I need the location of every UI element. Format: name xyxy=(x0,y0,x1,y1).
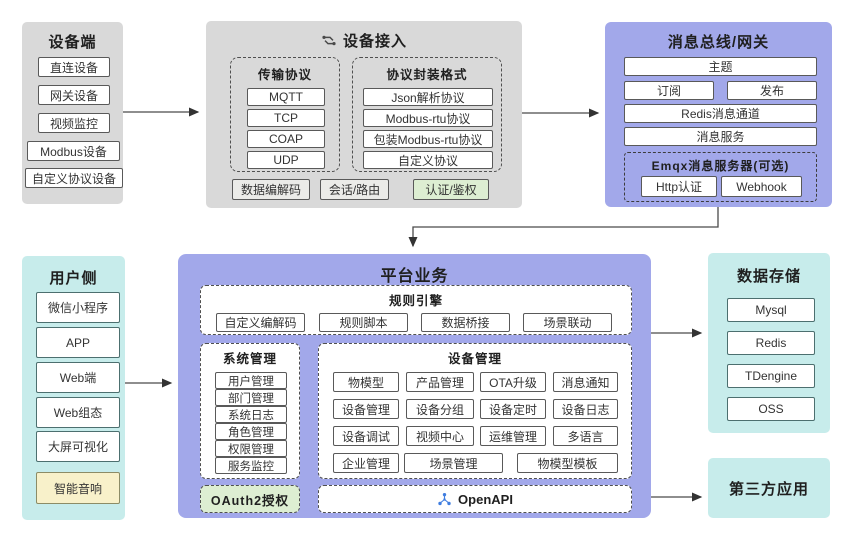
node-device-group: 设备分组 xyxy=(406,399,474,419)
device-side-panel: 设备端 直连设备 网关设备 视频监控 Modbus设备 自定义协议设备 xyxy=(22,22,123,204)
node-tcp: TCP xyxy=(247,109,325,127)
node-redis: Redis xyxy=(727,331,815,355)
node-custom-protocol-device: 自定义协议设备 xyxy=(25,168,123,188)
node-thing-model: 物模型 xyxy=(333,372,399,392)
node-mysql: Mysql xyxy=(727,298,815,322)
oauth2-node: OAuth2授权 xyxy=(200,485,300,513)
node-smart-speaker: 智能音响 xyxy=(36,472,120,504)
encapsulation-title: 协议封装格式 xyxy=(386,68,468,82)
node-json-protocol: Json解析协议 xyxy=(363,88,493,106)
node-product-mgmt: 产品管理 xyxy=(406,372,474,392)
node-custom-protocol: 自定义协议 xyxy=(363,151,493,169)
emqx-group: Emqx消息服务器(可选) Http认证 Webhook xyxy=(624,152,817,202)
node-modbus-rtu-protocol: Modbus-rtu协议 xyxy=(363,109,493,127)
node-gateway-device: 网关设备 xyxy=(38,85,110,105)
node-ota-upgrade: OTA升级 xyxy=(480,372,546,392)
openapi-node: OpenAPI xyxy=(318,485,632,513)
node-device-timer: 设备定时 xyxy=(480,399,546,419)
system-mgmt-group: 系统管理 用户管理 部门管理 系统日志 角色管理 权限管理 服务监控 xyxy=(200,343,300,479)
node-udp: UDP xyxy=(247,151,325,169)
message-bus-title: 消息总线/网关 xyxy=(667,34,770,51)
node-coap: COAP xyxy=(247,130,325,148)
transport-protocol-title: 传输协议 xyxy=(257,68,312,82)
arrow-bus-to-platform xyxy=(408,207,719,248)
node-device-debug: 设备调试 xyxy=(333,426,399,446)
node-service-monitor: 服务监控 xyxy=(215,457,287,474)
device-access-panel: 设备接入 传输协议 MQTT TCP COAP UDP 协议封装格式 Json解… xyxy=(206,21,522,208)
node-app: APP xyxy=(36,327,120,358)
data-storage-title: 数据存储 xyxy=(736,268,801,285)
device-access-title: 设备接入 xyxy=(342,33,407,50)
message-bus-panel: 消息总线/网关 主题 订阅 发布 Redis消息通道 消息服务 Emqx消息服务… xyxy=(605,22,832,207)
node-scene-mgmt: 场景管理 xyxy=(404,453,503,473)
node-rule-script: 规则脚本 xyxy=(319,313,408,332)
user-side-panel: 用户侧 微信小程序 APP Web端 Web组态 大屏可视化 智能音响 xyxy=(22,256,125,520)
data-storage-panel: 数据存储 Mysql Redis TDengine OSS xyxy=(708,253,830,433)
node-web-client: Web端 xyxy=(36,362,120,393)
node-data-bridge: 数据桥接 xyxy=(421,313,510,332)
data-flow-icon xyxy=(321,34,337,47)
oauth2-label: OAuth2授权 xyxy=(210,493,290,508)
node-multi-language: 多语言 xyxy=(553,426,618,446)
node-redis-channel: Redis消息通道 xyxy=(624,104,817,123)
node-user-mgmt: 用户管理 xyxy=(215,372,287,389)
device-access-header: 设备接入 xyxy=(206,30,522,51)
node-web-scada: Web组态 xyxy=(36,397,120,428)
node-data-codec: 数据编解码 xyxy=(232,179,310,200)
device-mgmt-group: 设备管理 物模型 产品管理 OTA升级 消息通知 设备管理 设备分组 设备定时 … xyxy=(318,343,632,479)
node-tdengine: TDengine xyxy=(727,364,815,388)
system-mgmt-title: 系统管理 xyxy=(222,352,277,366)
device-mgmt-title: 设备管理 xyxy=(447,352,502,366)
emqx-title: Emqx消息服务器(可选) xyxy=(651,159,790,173)
node-video-center: 视频中心 xyxy=(406,426,474,446)
platform-title: 平台业务 xyxy=(380,268,449,285)
node-message-notify: 消息通知 xyxy=(553,372,618,392)
node-auth: 认证/鉴权 xyxy=(413,179,489,200)
node-device-log: 设备日志 xyxy=(553,399,618,419)
platform-panel: 平台业务 规则引擎 自定义编解码 规则脚本 数据桥接 场景联动 系统管理 用户管… xyxy=(178,254,651,518)
node-device-mgmt: 设备管理 xyxy=(333,399,399,419)
node-system-log: 系统日志 xyxy=(215,406,287,423)
node-session-routing: 会话/路由 xyxy=(320,179,389,200)
node-http-auth: Http认证 xyxy=(641,176,717,197)
node-oss: OSS xyxy=(727,397,815,421)
rule-engine-group: 规则引擎 自定义编解码 规则脚本 数据桥接 场景联动 xyxy=(200,285,632,335)
node-modbus-device: Modbus设备 xyxy=(27,141,120,161)
node-enterprise-mgmt: 企业管理 xyxy=(333,453,399,473)
node-role-mgmt: 角色管理 xyxy=(215,423,287,440)
node-dept-mgmt: 部门管理 xyxy=(215,389,287,406)
node-thing-model-template: 物模型模板 xyxy=(517,453,618,473)
node-wrapped-modbus-rtu-protocol: 包装Modbus-rtu协议 xyxy=(363,130,493,148)
node-mqtt: MQTT xyxy=(247,88,325,106)
rule-engine-title: 规则引擎 xyxy=(388,294,443,308)
node-permission-mgmt: 权限管理 xyxy=(215,440,287,457)
node-topic: 主题 xyxy=(624,57,817,76)
node-wechat-miniprogram: 微信小程序 xyxy=(36,292,120,323)
third-party-title: 第三方应用 xyxy=(728,480,809,498)
device-side-title: 设备端 xyxy=(48,34,97,51)
node-video-monitor: 视频监控 xyxy=(38,113,110,133)
transport-protocol-group: 传输协议 MQTT TCP COAP UDP xyxy=(230,57,340,172)
encapsulation-group: 协议封装格式 Json解析协议 Modbus-rtu协议 包装Modbus-rt… xyxy=(352,57,502,172)
node-message-service: 消息服务 xyxy=(624,127,817,146)
node-publish: 发布 xyxy=(727,81,817,100)
node-direct-connect-device: 直连设备 xyxy=(38,57,110,77)
node-ops-mgmt: 运维管理 xyxy=(480,426,546,446)
openapi-label: OpenAPI xyxy=(458,491,513,507)
user-side-title: 用户侧 xyxy=(49,270,98,287)
node-subscribe: 订阅 xyxy=(624,81,714,100)
node-custom-codec: 自定义编解码 xyxy=(216,313,305,332)
node-webhook: Webhook xyxy=(721,176,802,197)
third-party-panel: 第三方应用 xyxy=(708,458,830,518)
openapi-icon xyxy=(437,492,452,507)
node-big-screen: 大屏可视化 xyxy=(36,431,120,462)
node-scene-linkage: 场景联动 xyxy=(523,313,612,332)
